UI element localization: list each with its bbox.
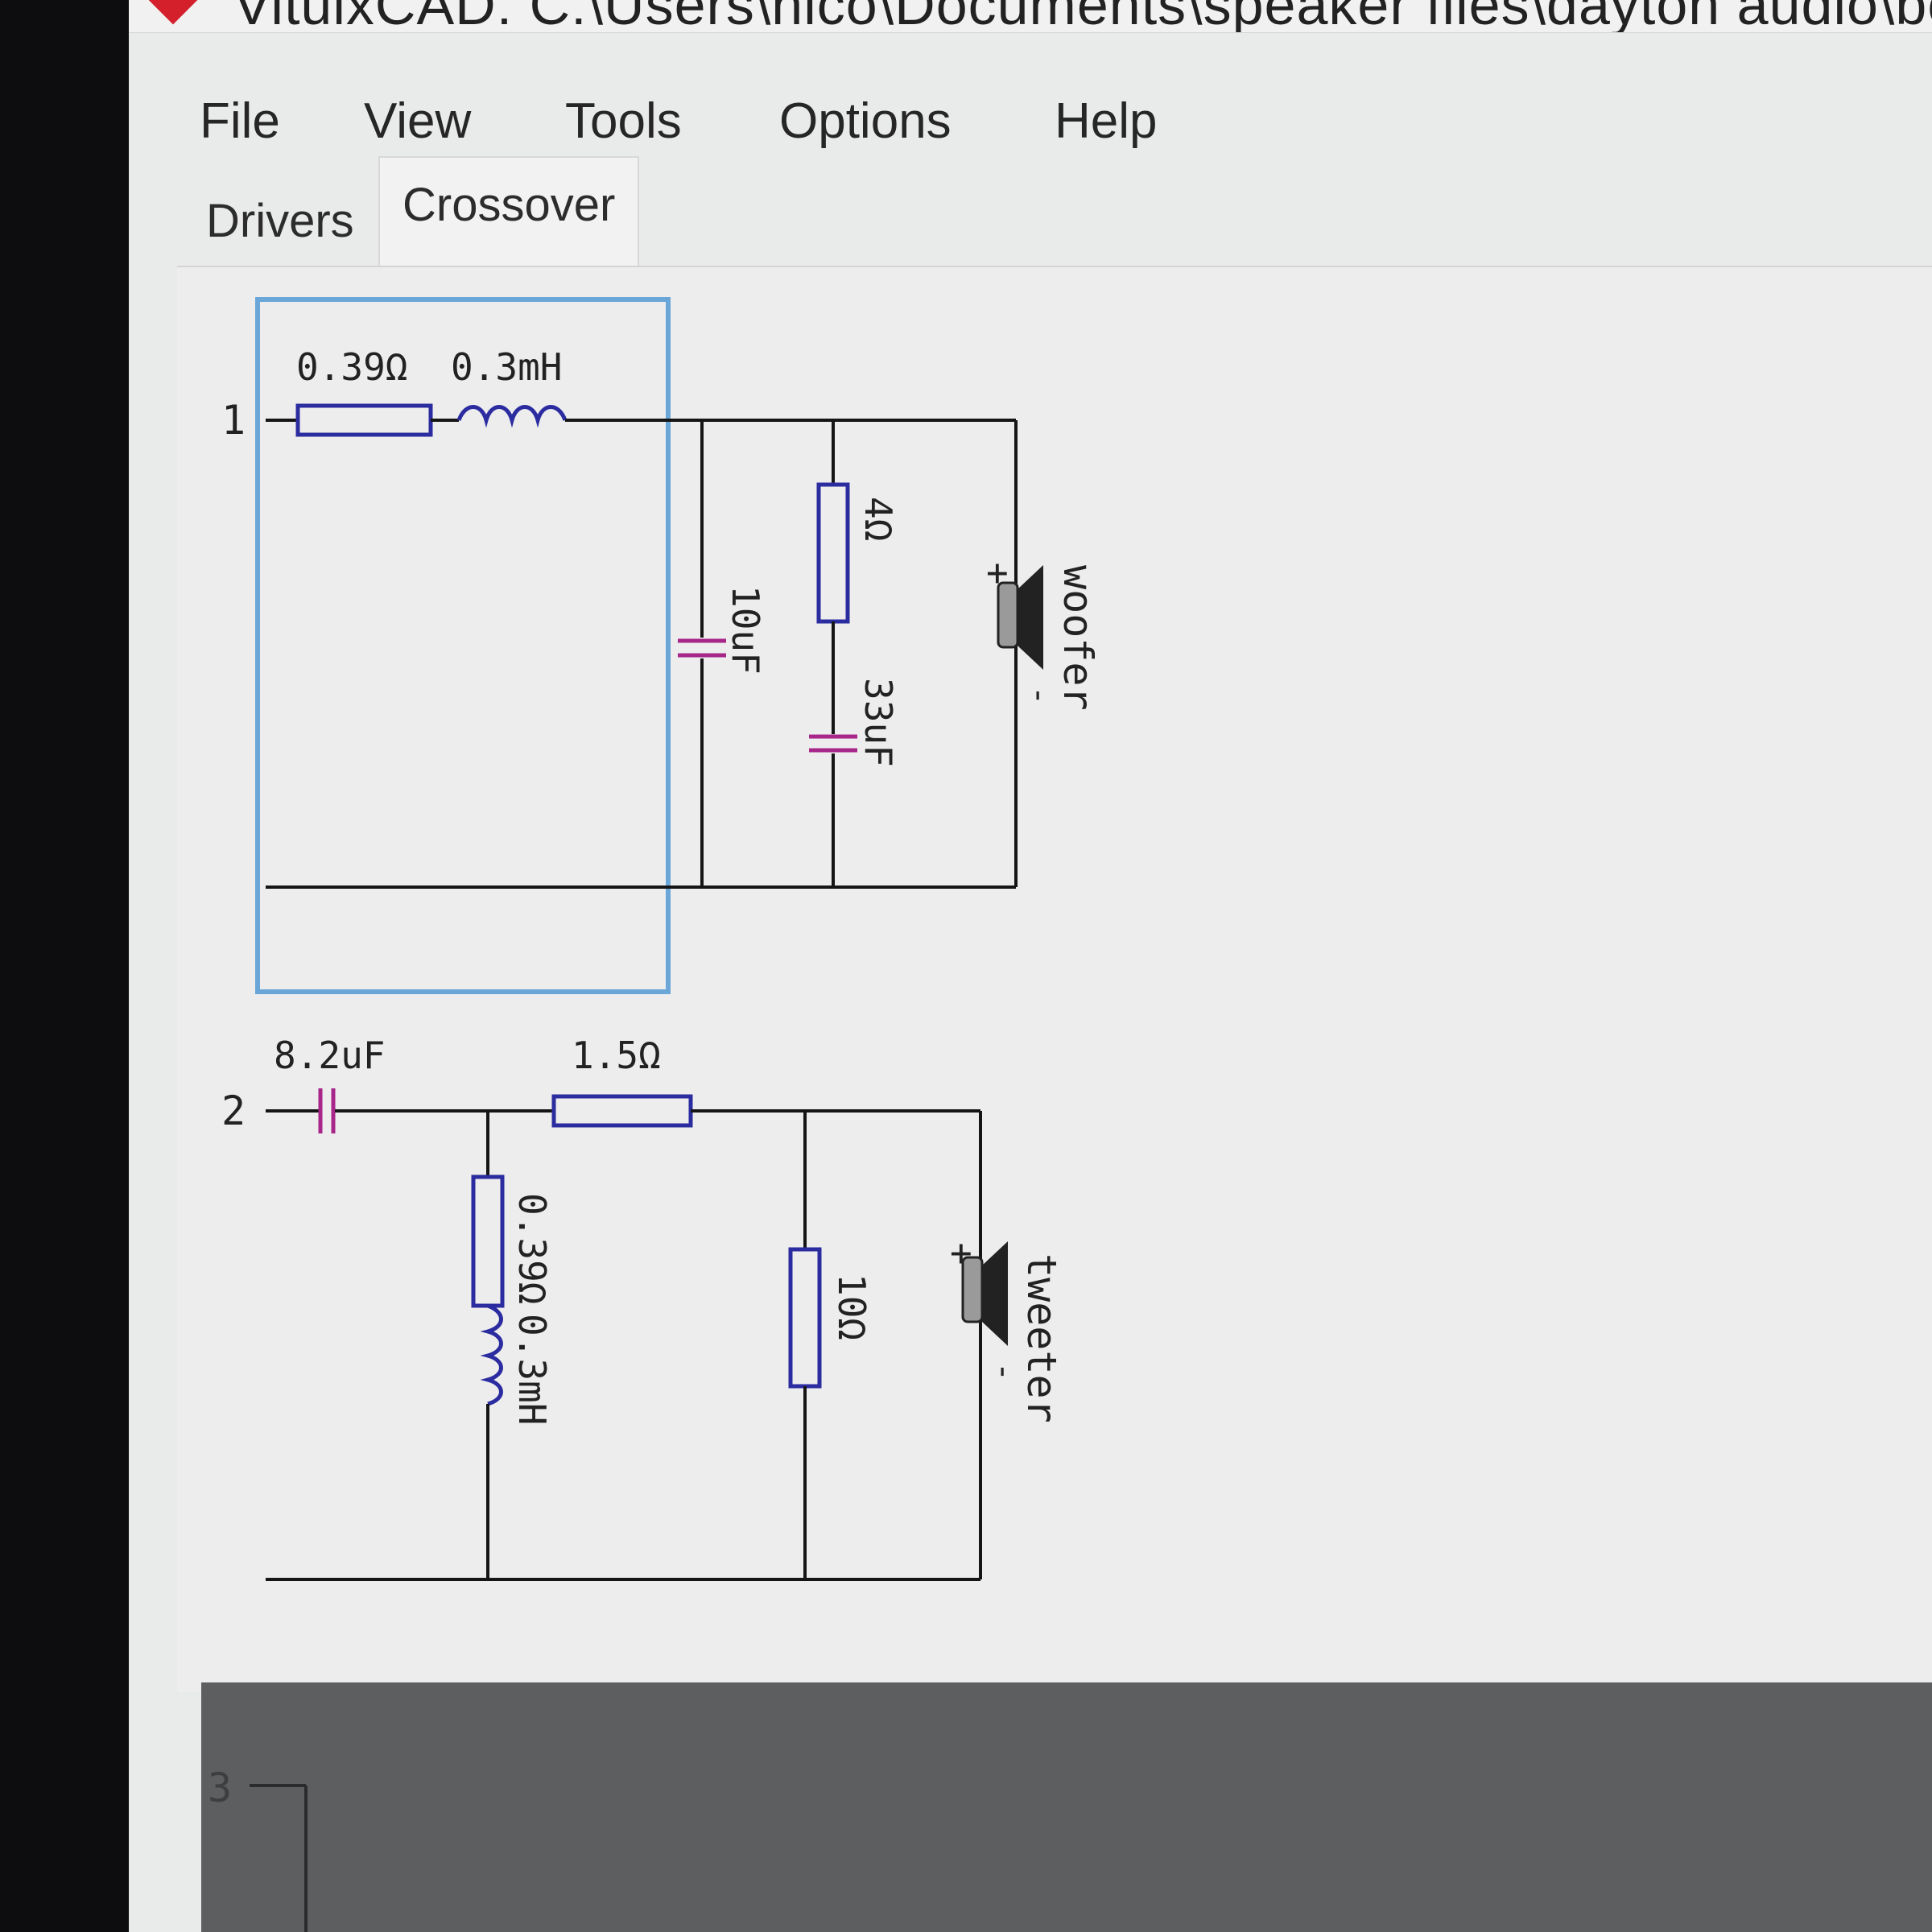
resistor-series-1-label: 0.39Ω xyxy=(296,345,407,389)
inductor-series-1[interactable] xyxy=(456,405,568,428)
tweeter-plus-label: + xyxy=(950,1231,972,1274)
woofer-label: woofer xyxy=(1055,565,1101,711)
menu-file[interactable]: File xyxy=(200,93,280,149)
menu-view[interactable]: View xyxy=(364,93,472,149)
app-logo-icon xyxy=(144,0,202,25)
woofer-speaker-icon[interactable] xyxy=(997,565,1043,670)
branch-2-number: 2 xyxy=(221,1088,246,1134)
menu-help[interactable]: Help xyxy=(1055,93,1158,149)
resistor-zobel-1[interactable] xyxy=(816,482,850,624)
menu-tools[interactable]: Tools xyxy=(565,93,682,149)
branch-3-panel: 3 xyxy=(201,1682,1932,1932)
branch-3-schematic: 3 xyxy=(208,1765,308,1932)
inductor-series-1-label: 0.3mH xyxy=(451,345,562,389)
capacitor-shunt-1-label: 10uF xyxy=(724,585,767,675)
inductor-shunt-2-label: 0.3mH xyxy=(510,1314,554,1425)
resistor-shunt-2[interactable] xyxy=(471,1174,505,1308)
tab-crossover[interactable]: Crossover xyxy=(378,156,640,267)
inductor-shunt-2[interactable] xyxy=(480,1303,503,1406)
tab-bar: Drivers Crossover xyxy=(129,156,1932,267)
tweeter-speaker-icon[interactable] xyxy=(961,1241,1008,1346)
capacitor-series-2-label: 8.2uF xyxy=(274,1034,385,1077)
branch-2-tweeter: 2 8.2uF 0.39Ω 0.3mH 1.5Ω xyxy=(221,1034,1065,1581)
window-title: VituixCAD: C:\Users\nico\Documents\speak… xyxy=(233,0,1932,33)
branch-3-number: 3 xyxy=(208,1765,232,1811)
woofer-minus-label: - xyxy=(1021,686,1058,705)
resistor-parallel-2-label: 10Ω xyxy=(830,1274,873,1340)
resistor-shunt-2-label: 0.39Ω xyxy=(510,1193,554,1304)
crossover-schematic: 1 0.39Ω 0.3mH 10uF xyxy=(221,297,1101,1581)
resistor-parallel-2[interactable] xyxy=(788,1247,822,1389)
resistor-series-1[interactable] xyxy=(295,403,433,437)
tab-drivers[interactable]: Drivers xyxy=(206,195,354,247)
tweeter-minus-label: - xyxy=(985,1362,1022,1381)
resistor-zobel-1-label: 4Ω xyxy=(857,497,900,541)
branch-1-number: 1 xyxy=(221,397,246,444)
app-window: VituixCAD: C:\Users\nico\Documents\speak… xyxy=(129,0,1932,1932)
resistor-series-2-label: 1.5Ω xyxy=(572,1034,661,1077)
tweeter-label: tweeter xyxy=(1018,1253,1065,1423)
crossover-canvas[interactable]: 1 0.39Ω 0.3mH 10uF xyxy=(177,266,1932,1692)
resistor-series-2[interactable] xyxy=(551,1094,693,1128)
branch-1-woofer: 1 0.39Ω 0.3mH 10uF xyxy=(221,345,1101,889)
woofer-plus-label: + xyxy=(986,551,1009,594)
menu-options[interactable]: Options xyxy=(779,93,952,149)
capacitor-zobel-1-label: 33uF xyxy=(857,678,900,767)
menu-bar: File View Tools Options Help xyxy=(129,36,1932,157)
title-bar: VituixCAD: C:\Users\nico\Documents\speak… xyxy=(129,0,1932,33)
selection-box[interactable] xyxy=(255,297,671,994)
